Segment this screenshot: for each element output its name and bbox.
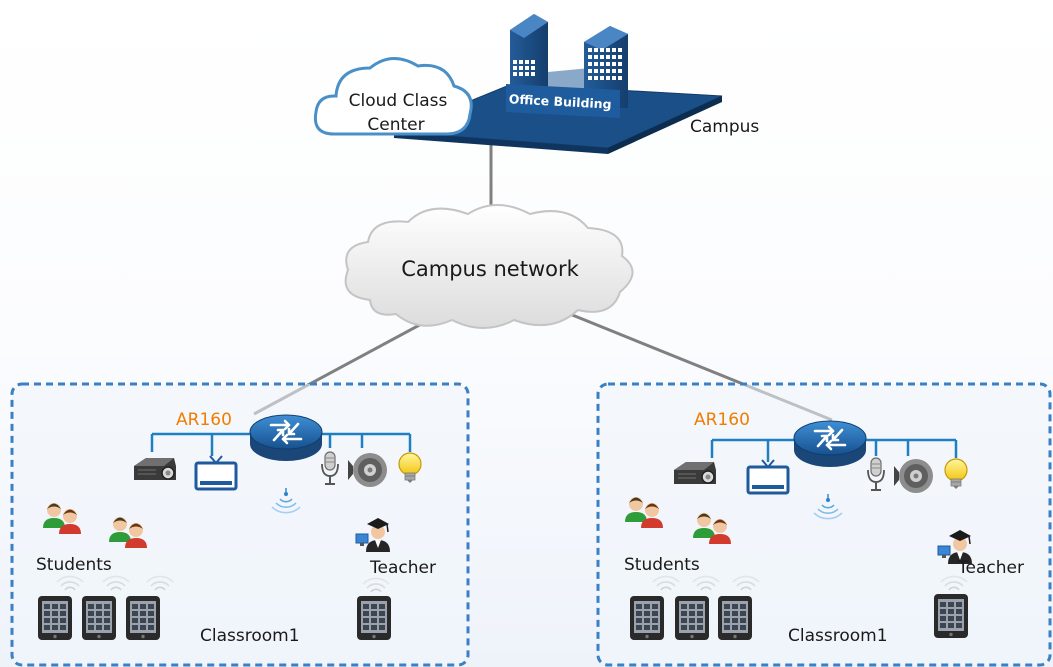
cloud-class-center-label-line2: Center (367, 115, 424, 135)
classroom-box-2: AR160 Students Teacher Classroom1 (596, 382, 1052, 667)
tablet-icon-1a (38, 596, 72, 640)
office-building-icon (506, 14, 628, 118)
tablet-icon-2c (718, 596, 752, 640)
teacher-label-1: Teacher (369, 558, 436, 578)
tablet-icon-1b (82, 596, 116, 640)
students-label-1: Students (36, 555, 112, 575)
campus-group: Office Building Cloud Class Center Campu… (313, 14, 759, 222)
router-label-2: AR160 (694, 410, 750, 430)
tablet-icon-2a (630, 596, 664, 640)
classroom-2-bus (710, 438, 958, 462)
classroom-label-1: Classroom1 (200, 626, 300, 646)
classroom-box-1: AR160 Students Teacher Classroom1 (10, 382, 470, 667)
router-label-1: AR160 (176, 410, 232, 430)
cloud-class-center-icon (313, 57, 473, 136)
router-icon-1[interactable] (248, 413, 324, 463)
office-building-label: Office Building (508, 91, 612, 111)
tablet-icon-2b (675, 596, 709, 640)
classroom-1-bus (150, 432, 412, 456)
router-icon-2[interactable] (792, 419, 868, 469)
tablet-icon-1d (357, 596, 391, 640)
tablet-icon-2d (934, 594, 968, 638)
campus-network-label: Campus network (401, 257, 579, 281)
campus-network-cloud-icon (344, 204, 634, 329)
tablet-icon-1c (126, 596, 160, 640)
classroom-label-2: Classroom1 (788, 626, 888, 646)
cloud-class-center-label-line1: Cloud Class (349, 91, 448, 111)
students-label-2: Students (624, 555, 700, 575)
teacher-label-2: Teacher (957, 558, 1024, 578)
campus-label: Campus (690, 117, 759, 137)
